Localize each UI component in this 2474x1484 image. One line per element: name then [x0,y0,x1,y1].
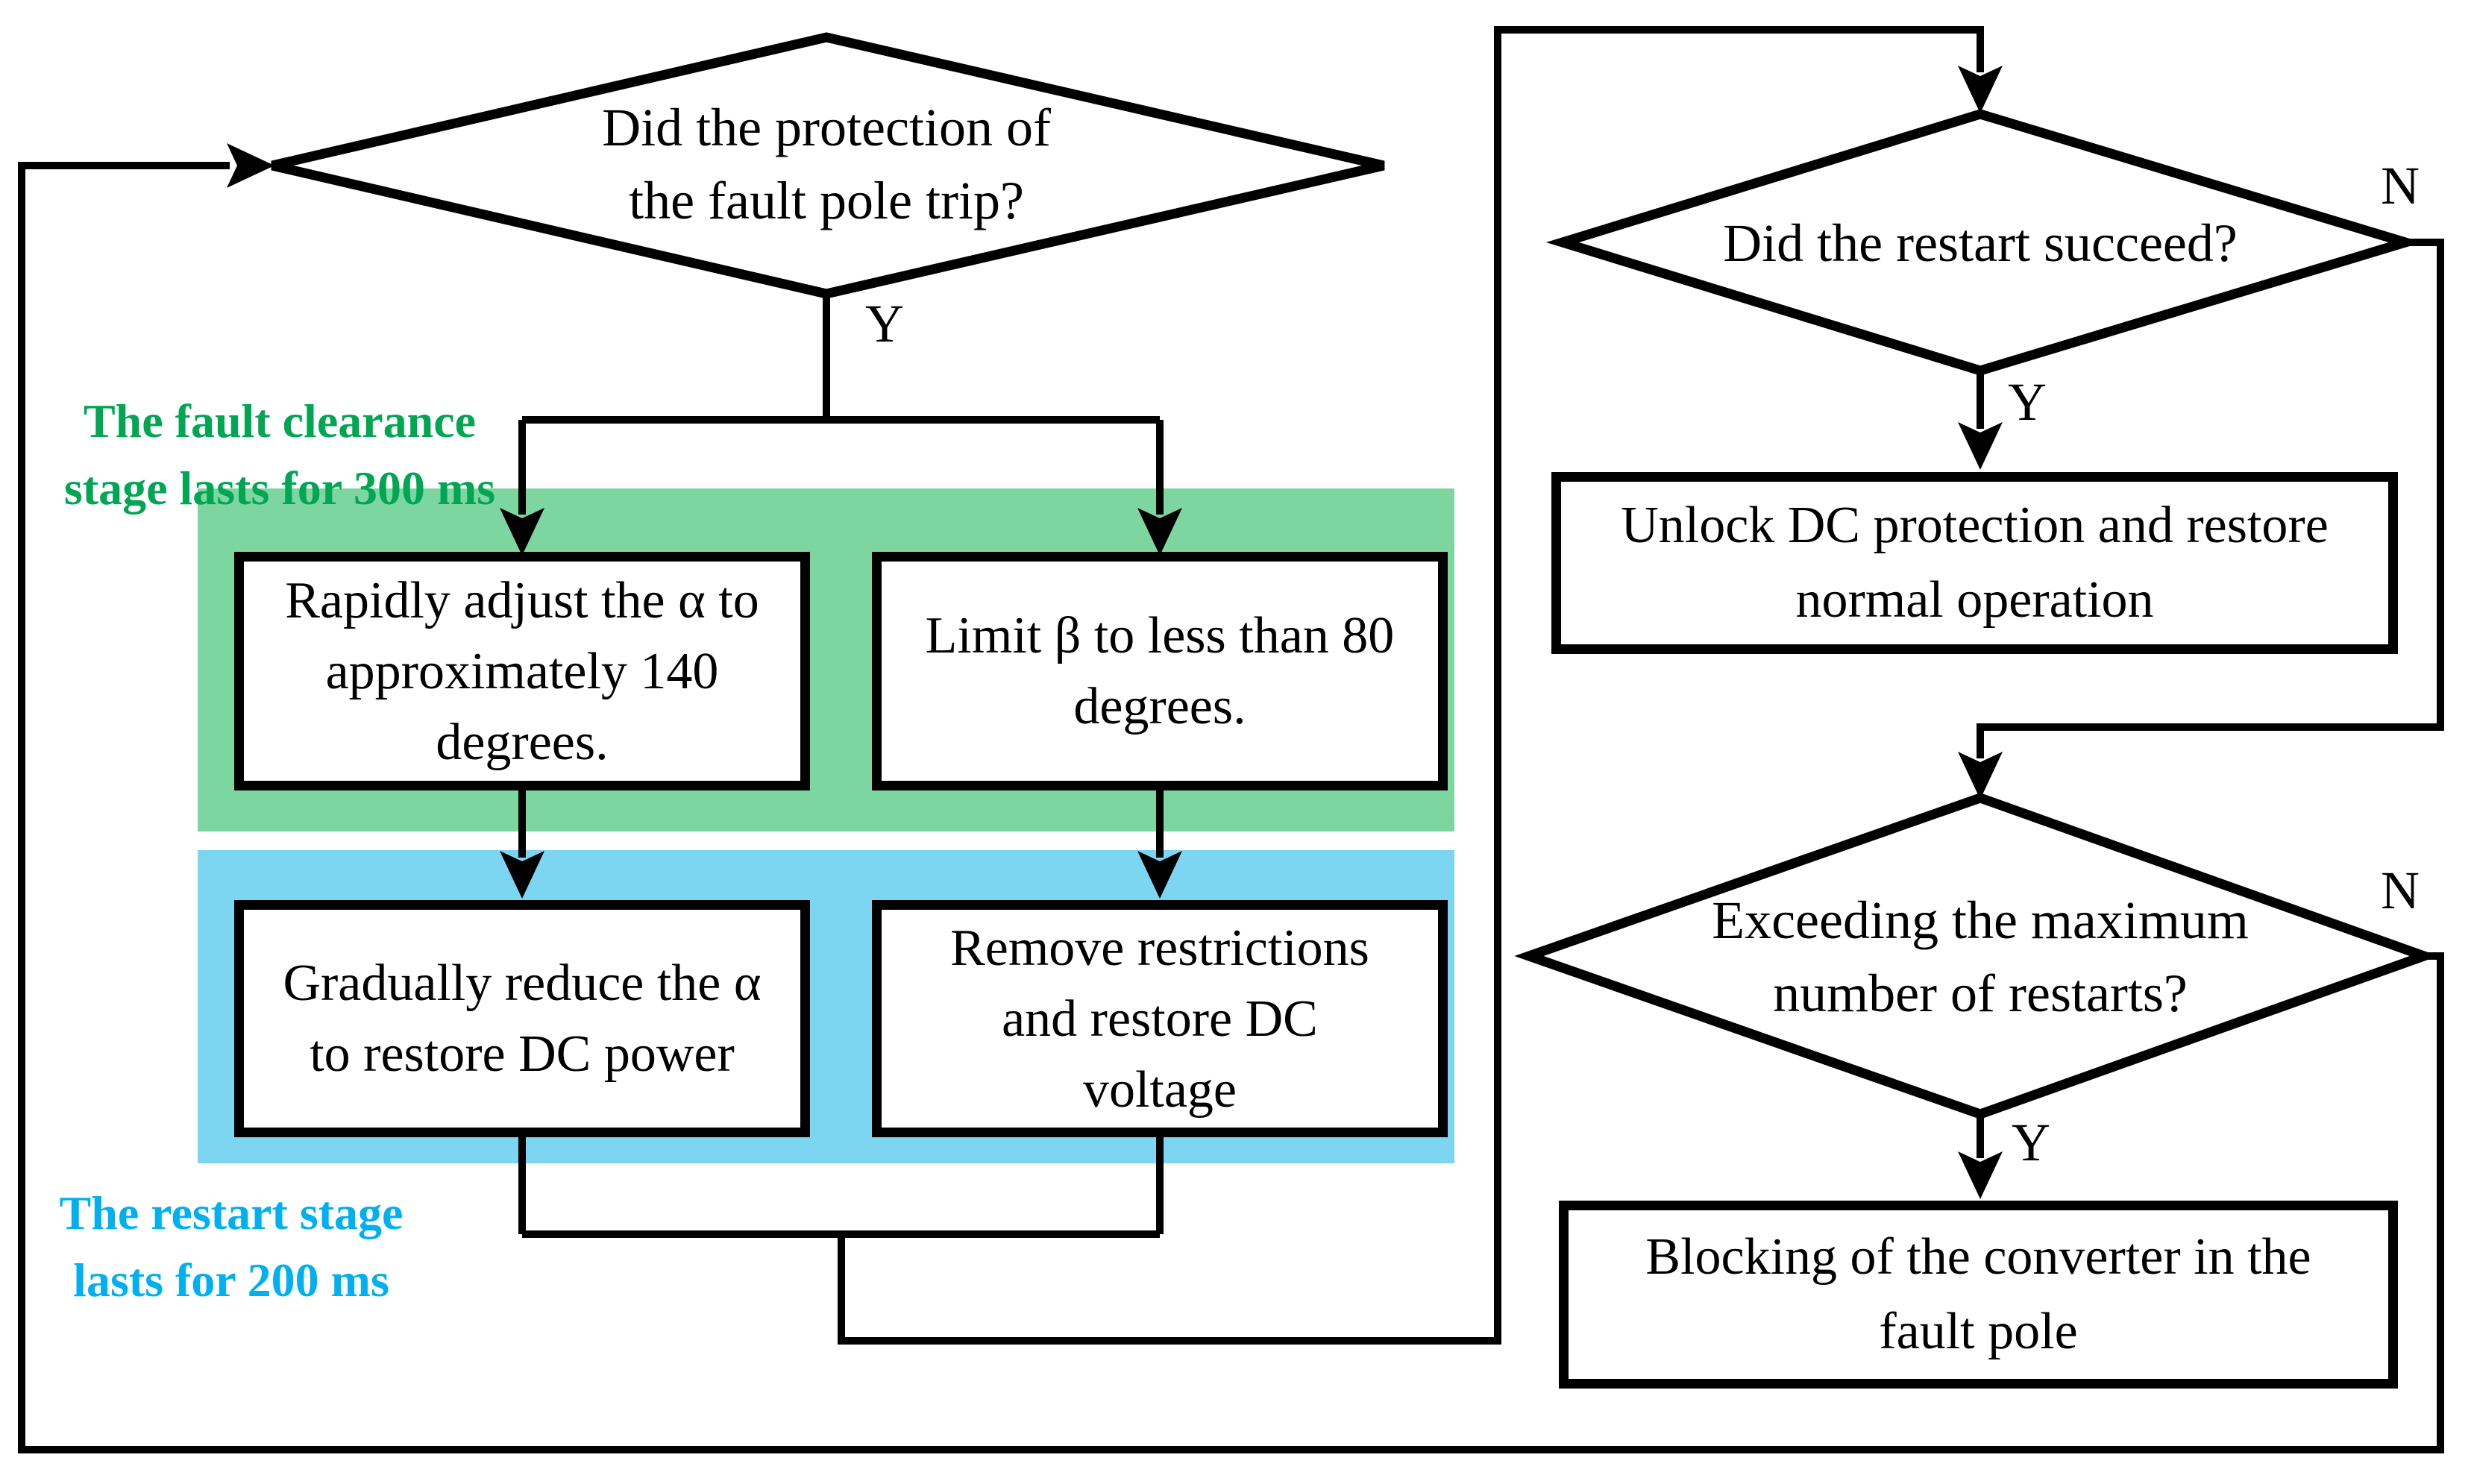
arrowhead-into-fault-trip-decision [227,143,274,188]
process-unlock-protection-box: Unlock DC protection and restore normal … [1551,472,2398,654]
arrowhead-into-max-restarts-decision [1958,752,2003,799]
edge-label-restart-succeed-no: N [2381,156,2420,216]
process-limit-beta-text: Limit β to less than 80 degrees. [925,607,1395,735]
arrowhead-into-adjust-alpha [500,508,544,556]
decision-fault-trip-text: Did the protection of the fault pole tri… [602,98,1051,230]
decision-restart-succeed-shape [1545,109,2423,376]
process-adjust-alpha-box: Rapidly adjust the α to approximately 14… [234,552,810,790]
connector-lines [518,26,2444,1345]
process-block-converter-text: Blocking of the converter in the fault p… [1645,1228,2311,1360]
arrowhead-into-unlock-box [1958,422,2003,470]
edge-label-fault-trip-yes: Y [865,294,904,353]
decision-fault-trip-shape [271,32,1385,299]
process-remove-restrictions-text: Remove restrictions and restore DC volta… [950,919,1369,1119]
process-reduce-alpha-box: Gradually reduce the α to restore DC pow… [234,900,810,1137]
arrowhead-into-restart-succeed-decision [1958,66,2003,113]
process-remove-restrictions-box: Remove restrictions and restore DC volta… [872,900,1448,1137]
edge-label-max-restarts-no: N [2381,861,2420,920]
process-unlock-protection-text: Unlock DC protection and restore normal … [1621,497,2329,629]
decision-max-restarts-shape [1514,793,2439,1119]
edge-label-max-restarts-yes: Y [2012,1113,2050,1172]
process-limit-beta-box: Limit β to less than 80 degrees. [872,552,1448,790]
arrowhead-into-blocking-box [1958,1151,2003,1199]
process-block-converter-box: Blocking of the converter in the fault p… [1559,1201,2398,1389]
arrowhead-into-reduce-alpha [500,851,544,899]
decision-restart-succeed-text: Did the restart succeed? [1723,213,2238,273]
fault-clearance-stage-label: The fault clearance stage lasts for 300 … [63,394,496,515]
process-adjust-alpha-text: Rapidly adjust the α to approximately 14… [285,571,759,771]
arrowhead-into-remove-restrictions [1137,851,1182,899]
restart-stage-label: The restart stage lasts for 200 ms [59,1186,404,1307]
process-reduce-alpha-text: Gradually reduce the α to restore DC pow… [283,955,762,1083]
edge-label-restart-succeed-yes: Y [2008,372,2047,432]
decision-max-restarts-text: Exceeding the maximum number of restarts… [1712,890,2249,1023]
arrowhead-into-limit-beta [1137,508,1182,556]
